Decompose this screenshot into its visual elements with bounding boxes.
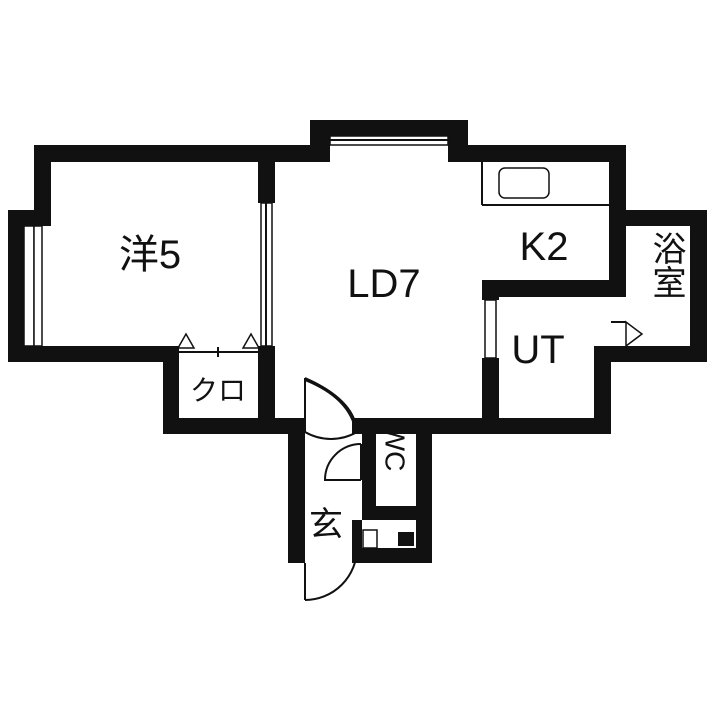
room-label-living-dining: LD7: [347, 262, 420, 306]
room-label-closet: クロ: [190, 375, 246, 406]
windows: [23, 135, 497, 359]
room-label-utility: UT: [511, 328, 564, 372]
walls: [8, 120, 707, 563]
room-label-toilet: WC: [380, 425, 411, 472]
room-label-bath: 浴室: [647, 231, 685, 299]
room-label-kitchen: K2: [520, 225, 569, 269]
room-label-entrance: 玄: [309, 506, 343, 544]
doors: [176, 320, 644, 601]
room-label-western: 洋5: [119, 233, 181, 277]
room-labels: 洋5 LD7 K2 UT クロ 玄 浴室 WC: [119, 225, 685, 544]
kitchen-counter: [481, 162, 609, 206]
